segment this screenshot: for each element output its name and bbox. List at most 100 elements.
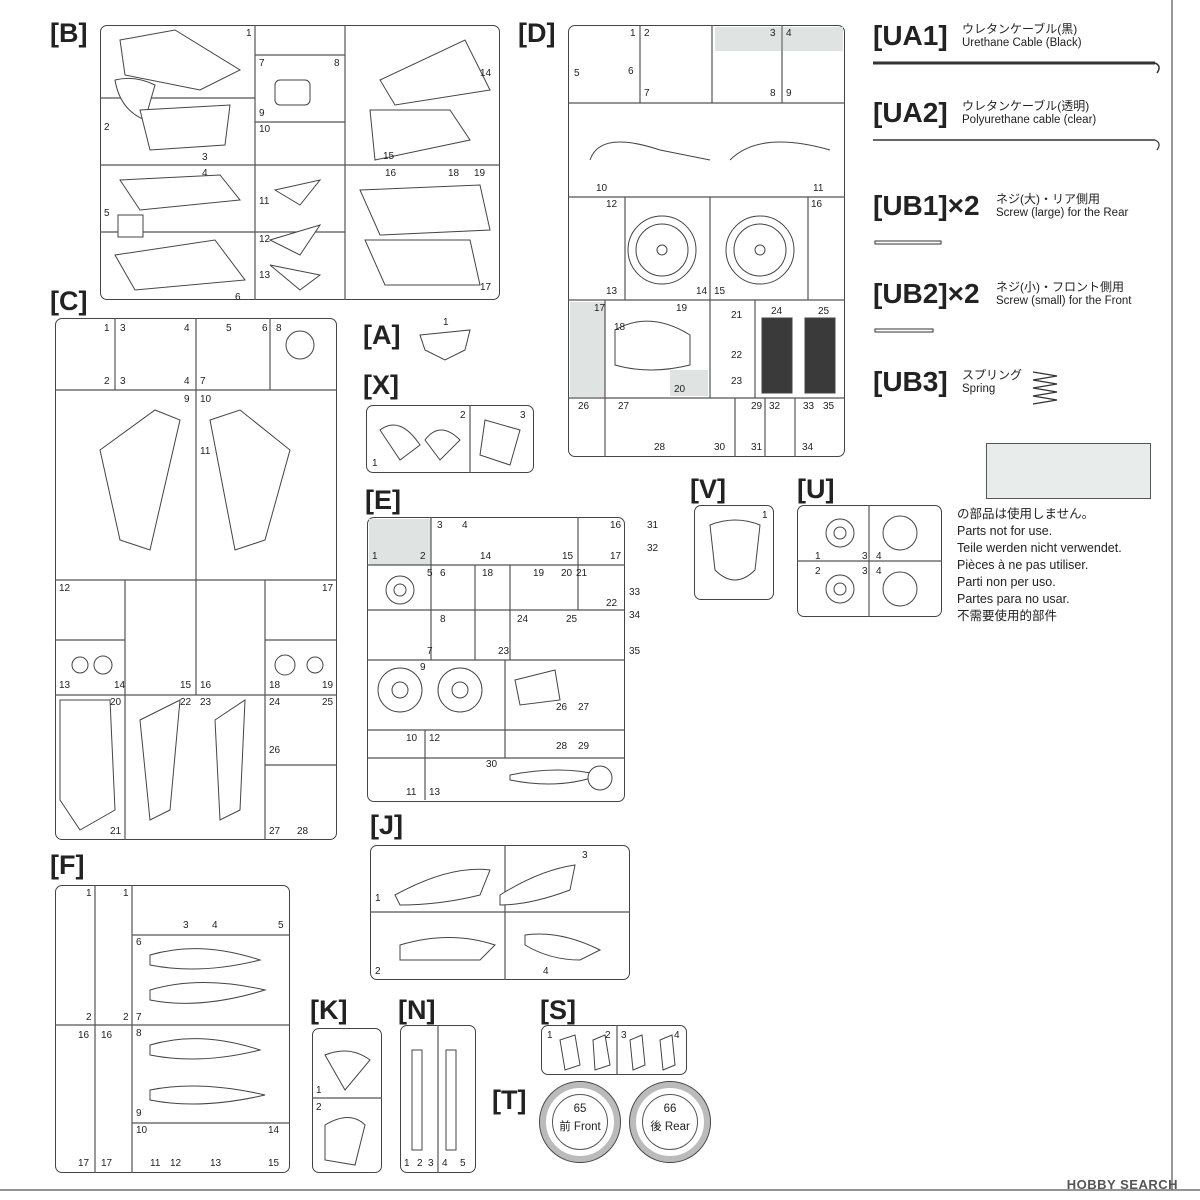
part-number: 5 [226,323,232,334]
part-number: 3 [120,323,126,334]
part-number: 13 [259,270,271,281]
accessory-jp-ub3: スプリング [962,368,1023,382]
part-number: 2 [316,1102,322,1113]
part-number: 12 [259,234,271,245]
part-number: 24 [517,614,529,625]
part-number: 19 [676,303,688,314]
part-number: 8 [440,614,446,625]
part-number: 21 [110,826,122,837]
runner-label-a: [A] [363,320,401,350]
runner-label-j: [J] [370,810,403,840]
part-number: 18 [614,322,626,333]
part-number: 4 [876,551,882,562]
part-number: 3 [428,1158,434,1169]
part-number: 4 [184,376,190,387]
part-number: 24 [771,306,783,317]
part-number: 4 [876,566,882,577]
part-number: 7 [427,646,433,657]
part-number: 11 [200,446,211,457]
part-number: 28 [556,741,568,752]
runner-label-u: [U] [797,474,835,504]
part-number: 25 [322,697,334,708]
runner-label-b: [B] [50,18,88,48]
not-used-line: Parts not for use. [957,524,1053,538]
part-number: 22 [180,697,192,708]
part-number: 11 [150,1158,161,1169]
part-number: 15 [562,551,574,562]
part-number: 26 [578,401,590,412]
part-number: 27 [578,702,590,713]
part-number: 7 [200,376,206,387]
part-number: 1 [104,323,110,334]
part-number: 1 [375,893,381,904]
part-number: 12 [606,199,618,210]
part-number: 16 [200,680,212,691]
not-used-line: Pièces à ne pas utiliser. [957,558,1089,572]
part-number: 13 [606,286,618,297]
part-number: 18 [482,568,494,579]
part-number: 24 [269,697,281,708]
part-number: 6 [235,292,241,303]
part-number: 4 [212,920,218,931]
not-used-line: Teile werden nicht verwendet. [957,541,1122,555]
part-number: 9 [786,88,792,99]
part-number: 15 [268,1158,280,1169]
part-number: 3 [770,28,776,39]
part-number: 8 [770,88,776,99]
part-number: 14 [114,680,126,691]
part-number: 22 [731,350,743,361]
not-used-swatch [986,443,1151,499]
part-number: 28 [297,826,309,837]
part-number: 3 [862,551,868,562]
part-number: 5 [104,208,110,219]
part-number: 21 [731,310,743,321]
part-number: 4 [184,323,190,334]
part-number: 10 [259,124,271,135]
part-number: 1 [372,551,378,562]
part-number: 30 [714,442,726,453]
part-number: 4 [674,1030,680,1041]
accessory-code-ub2: [UB2]×2 [873,278,980,309]
part-number: 23 [498,646,510,657]
runner-label-n: [N] [398,995,436,1025]
part-number: 10 [136,1125,148,1136]
part-number: 2 [815,566,821,577]
runner-label-x: [X] [363,370,399,400]
part-number: 12 [59,583,71,594]
part-number: 16 [385,168,397,179]
part-number: 3 [520,410,526,421]
part-number: 2 [460,410,466,421]
part-number: 1 [316,1085,322,1096]
part-number: 1 [123,888,129,899]
runner-label-v: [V] [690,474,726,504]
not-used-line: Parti non per uso. [957,575,1056,589]
part-number: 17 [594,303,606,314]
part-number: 20 [110,697,122,708]
part-number: 9 [420,662,426,673]
runner-label-c: [C] [50,286,88,316]
part-number: 4 [462,520,468,531]
part-number: 19 [474,168,486,179]
accessory-en-ub1: Screw (large) for the Rear [996,207,1129,219]
part-number: 3 [621,1030,627,1041]
accessory-en-ub3: Spring [962,383,996,395]
part-number: 1 [372,458,378,469]
part-number: 2 [86,1012,92,1023]
part-number: 5 [460,1158,466,1169]
part-number: 16 [610,520,622,531]
part-number: 6 [136,937,142,948]
tire-rear: 66 後 Rear [629,1081,711,1163]
runner-frame-f [55,885,290,1173]
not-used-line: の部品は使用しません。 [957,507,1095,521]
part-number: 12 [429,733,441,744]
part-number: 17 [78,1158,90,1169]
part-number: 7 [259,58,265,69]
not-used-line: 不需要使用的部件 [957,609,1058,623]
part-number: 1 [246,28,252,39]
part-number: 14 [268,1125,280,1136]
part-number: 13 [210,1158,222,1169]
part-number: 8 [334,58,340,69]
part-number: 2 [644,28,650,39]
accessory-jp-ua2: ウレタンケーブル(透明) [962,99,1090,113]
tire-front: 65 前 Front [539,1081,621,1163]
